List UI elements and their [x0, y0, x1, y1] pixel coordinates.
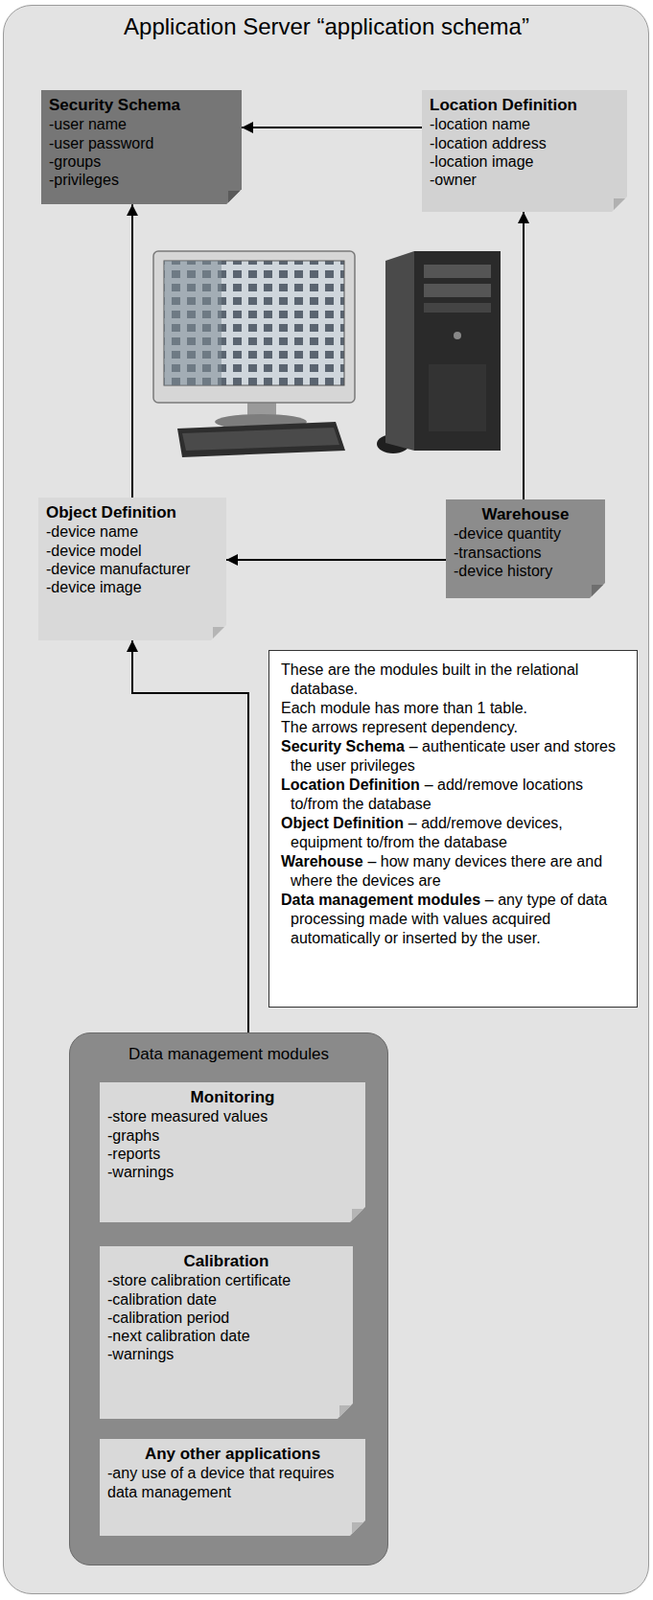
note-term: Object Definition — [280, 815, 404, 832]
module-field: -transactions — [453, 543, 598, 562]
screen-window — [163, 260, 222, 386]
module-field: -store calibration certificate — [107, 1271, 346, 1290]
note-term: Location Definition — [280, 776, 420, 793]
location-definition-box: Location Definition-location name-locati… — [421, 90, 628, 212]
other-applications-box: Any other applications-any use of a devi… — [99, 1439, 366, 1537]
module-field: -device name — [46, 522, 219, 541]
module-heading: Location Definition — [429, 95, 620, 116]
note-row: The arrows represent dependency. — [280, 718, 626, 738]
module-field: -location image — [429, 152, 620, 171]
note-row: Location Definition– add/remove location… — [280, 775, 626, 815]
module-field: -location address — [429, 134, 620, 153]
power-button — [453, 331, 462, 340]
page-fold — [228, 190, 242, 205]
module-heading: Monitoring — [107, 1088, 358, 1108]
module-field: -privileges — [48, 170, 234, 189]
note-row: Each module has more than 1 table. — [280, 699, 626, 719]
calibration-box: Calibration-store calibration certificat… — [99, 1246, 353, 1420]
module-field: -device model — [46, 541, 219, 560]
module-field: -warnings — [107, 1345, 346, 1364]
dependency-arrow — [131, 204, 134, 498]
note-row: Warehouse– how many devices there are an… — [280, 852, 626, 891]
module-heading: Calibration — [107, 1252, 346, 1272]
module-field: -device manufacturer — [46, 559, 219, 579]
page-fold — [351, 1522, 366, 1537]
module-field: -any use of a device that requires data … — [107, 1464, 358, 1501]
drive-bay — [423, 303, 491, 313]
module-field: -warnings — [107, 1163, 358, 1182]
keyboard — [177, 421, 346, 458]
module-heading: Warehouse — [453, 505, 598, 525]
module-field: -calibration period — [107, 1308, 346, 1328]
dependency-arrow — [132, 640, 249, 1033]
drive-bay — [423, 264, 491, 279]
dependency-arrow — [522, 211, 525, 500]
note-term: Data management modules — [280, 891, 481, 909]
note-term: Warehouse — [280, 853, 364, 870]
drive-bay — [423, 283, 491, 298]
page-fold — [212, 627, 227, 641]
module-field: -owner — [429, 170, 620, 189]
module-field: -user name — [48, 115, 234, 134]
module-field: -device quantity — [453, 524, 598, 543]
module-field: -location name — [429, 115, 620, 134]
module-field: -reports — [107, 1144, 358, 1164]
module-field: -groups — [48, 152, 234, 171]
dependency-arrow — [226, 559, 446, 561]
data-management-group: Data management modulesMonitoring-store … — [69, 1032, 389, 1566]
module-field: -graphs — [107, 1126, 358, 1145]
module-heading: Security Schema — [48, 95, 234, 116]
object-definition-box: Object Definition-device name-device mod… — [38, 497, 227, 641]
monitor — [153, 251, 355, 430]
module-field: -next calibration date — [107, 1327, 346, 1346]
page-fold — [351, 1209, 366, 1223]
module-heading: Object Definition — [46, 503, 219, 523]
note-row: Security Schema– authenticate user and s… — [280, 737, 626, 776]
module-field: -device history — [453, 561, 598, 581]
keyboard-keys — [182, 427, 340, 451]
module-field: -device image — [46, 578, 219, 597]
page-fold — [591, 584, 606, 599]
diagram-title: Application Server “application schema” — [0, 13, 653, 41]
note-row: Data management modules– any type of dat… — [280, 890, 626, 949]
monitor-screen — [163, 260, 345, 386]
module-field: -user password — [48, 134, 234, 153]
monitoring-box: Monitoring-store measured values-graphs-… — [99, 1082, 366, 1223]
security-schema-box: Security Schema-user name-user password-… — [41, 90, 242, 205]
tower-front — [414, 251, 501, 451]
warehouse-box: Warehouse-device quantity-transactions-d… — [445, 499, 606, 599]
dependency-arrow — [241, 126, 422, 129]
note-term: Security Schema — [280, 738, 405, 755]
note-row: These are the modules built in the relat… — [280, 660, 626, 700]
note-text: The arrows represent dependency. — [280, 719, 518, 736]
note-box: These are the modules built in the relat… — [268, 650, 638, 1008]
note-row: Object Definition– add/remove devices, e… — [280, 814, 626, 853]
monitor-bezel — [153, 251, 355, 403]
page-fold — [613, 198, 628, 212]
page-fold — [339, 1405, 353, 1420]
module-heading: Any other applications — [107, 1445, 358, 1465]
note-text: Each module has more than 1 table. — [280, 699, 528, 717]
group-title: Data management modules — [79, 1045, 378, 1065]
tower-grille — [428, 364, 487, 432]
tower-side — [385, 251, 415, 451]
module-field: -calibration date — [107, 1290, 346, 1309]
tower-computer — [385, 251, 501, 451]
note-text: These are the modules built in the relat… — [280, 661, 579, 698]
module-field: -store measured values — [107, 1107, 358, 1126]
